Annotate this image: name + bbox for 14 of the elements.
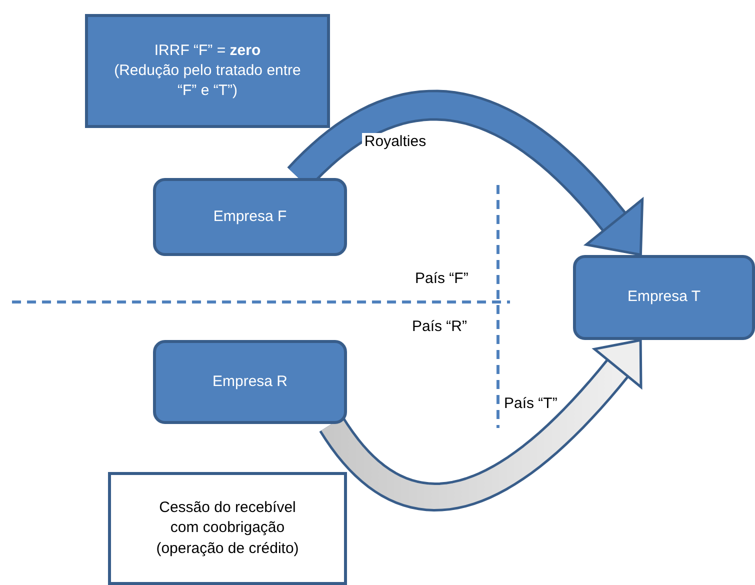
node-text: Empresa T bbox=[626, 287, 702, 308]
node-text: (Redução pelo tratado entre “F” e “T”) bbox=[113, 60, 302, 102]
curved-arrow bbox=[289, 92, 644, 256]
edge-label: Royalties bbox=[362, 133, 428, 150]
company-box bbox=[573, 255, 755, 340]
note-box bbox=[108, 472, 347, 585]
node-text: IRRF “F” = zero bbox=[153, 40, 262, 61]
company-box bbox=[153, 178, 347, 256]
company-box bbox=[153, 340, 347, 424]
curved-arrow bbox=[321, 338, 642, 509]
node-text: Cessão do recebível com coobrigação (operação de crédito) bbox=[155, 498, 300, 559]
node-text: Empresa R bbox=[211, 372, 289, 392]
tax-note-box bbox=[85, 14, 330, 128]
node-text: Empresa F bbox=[212, 206, 288, 227]
